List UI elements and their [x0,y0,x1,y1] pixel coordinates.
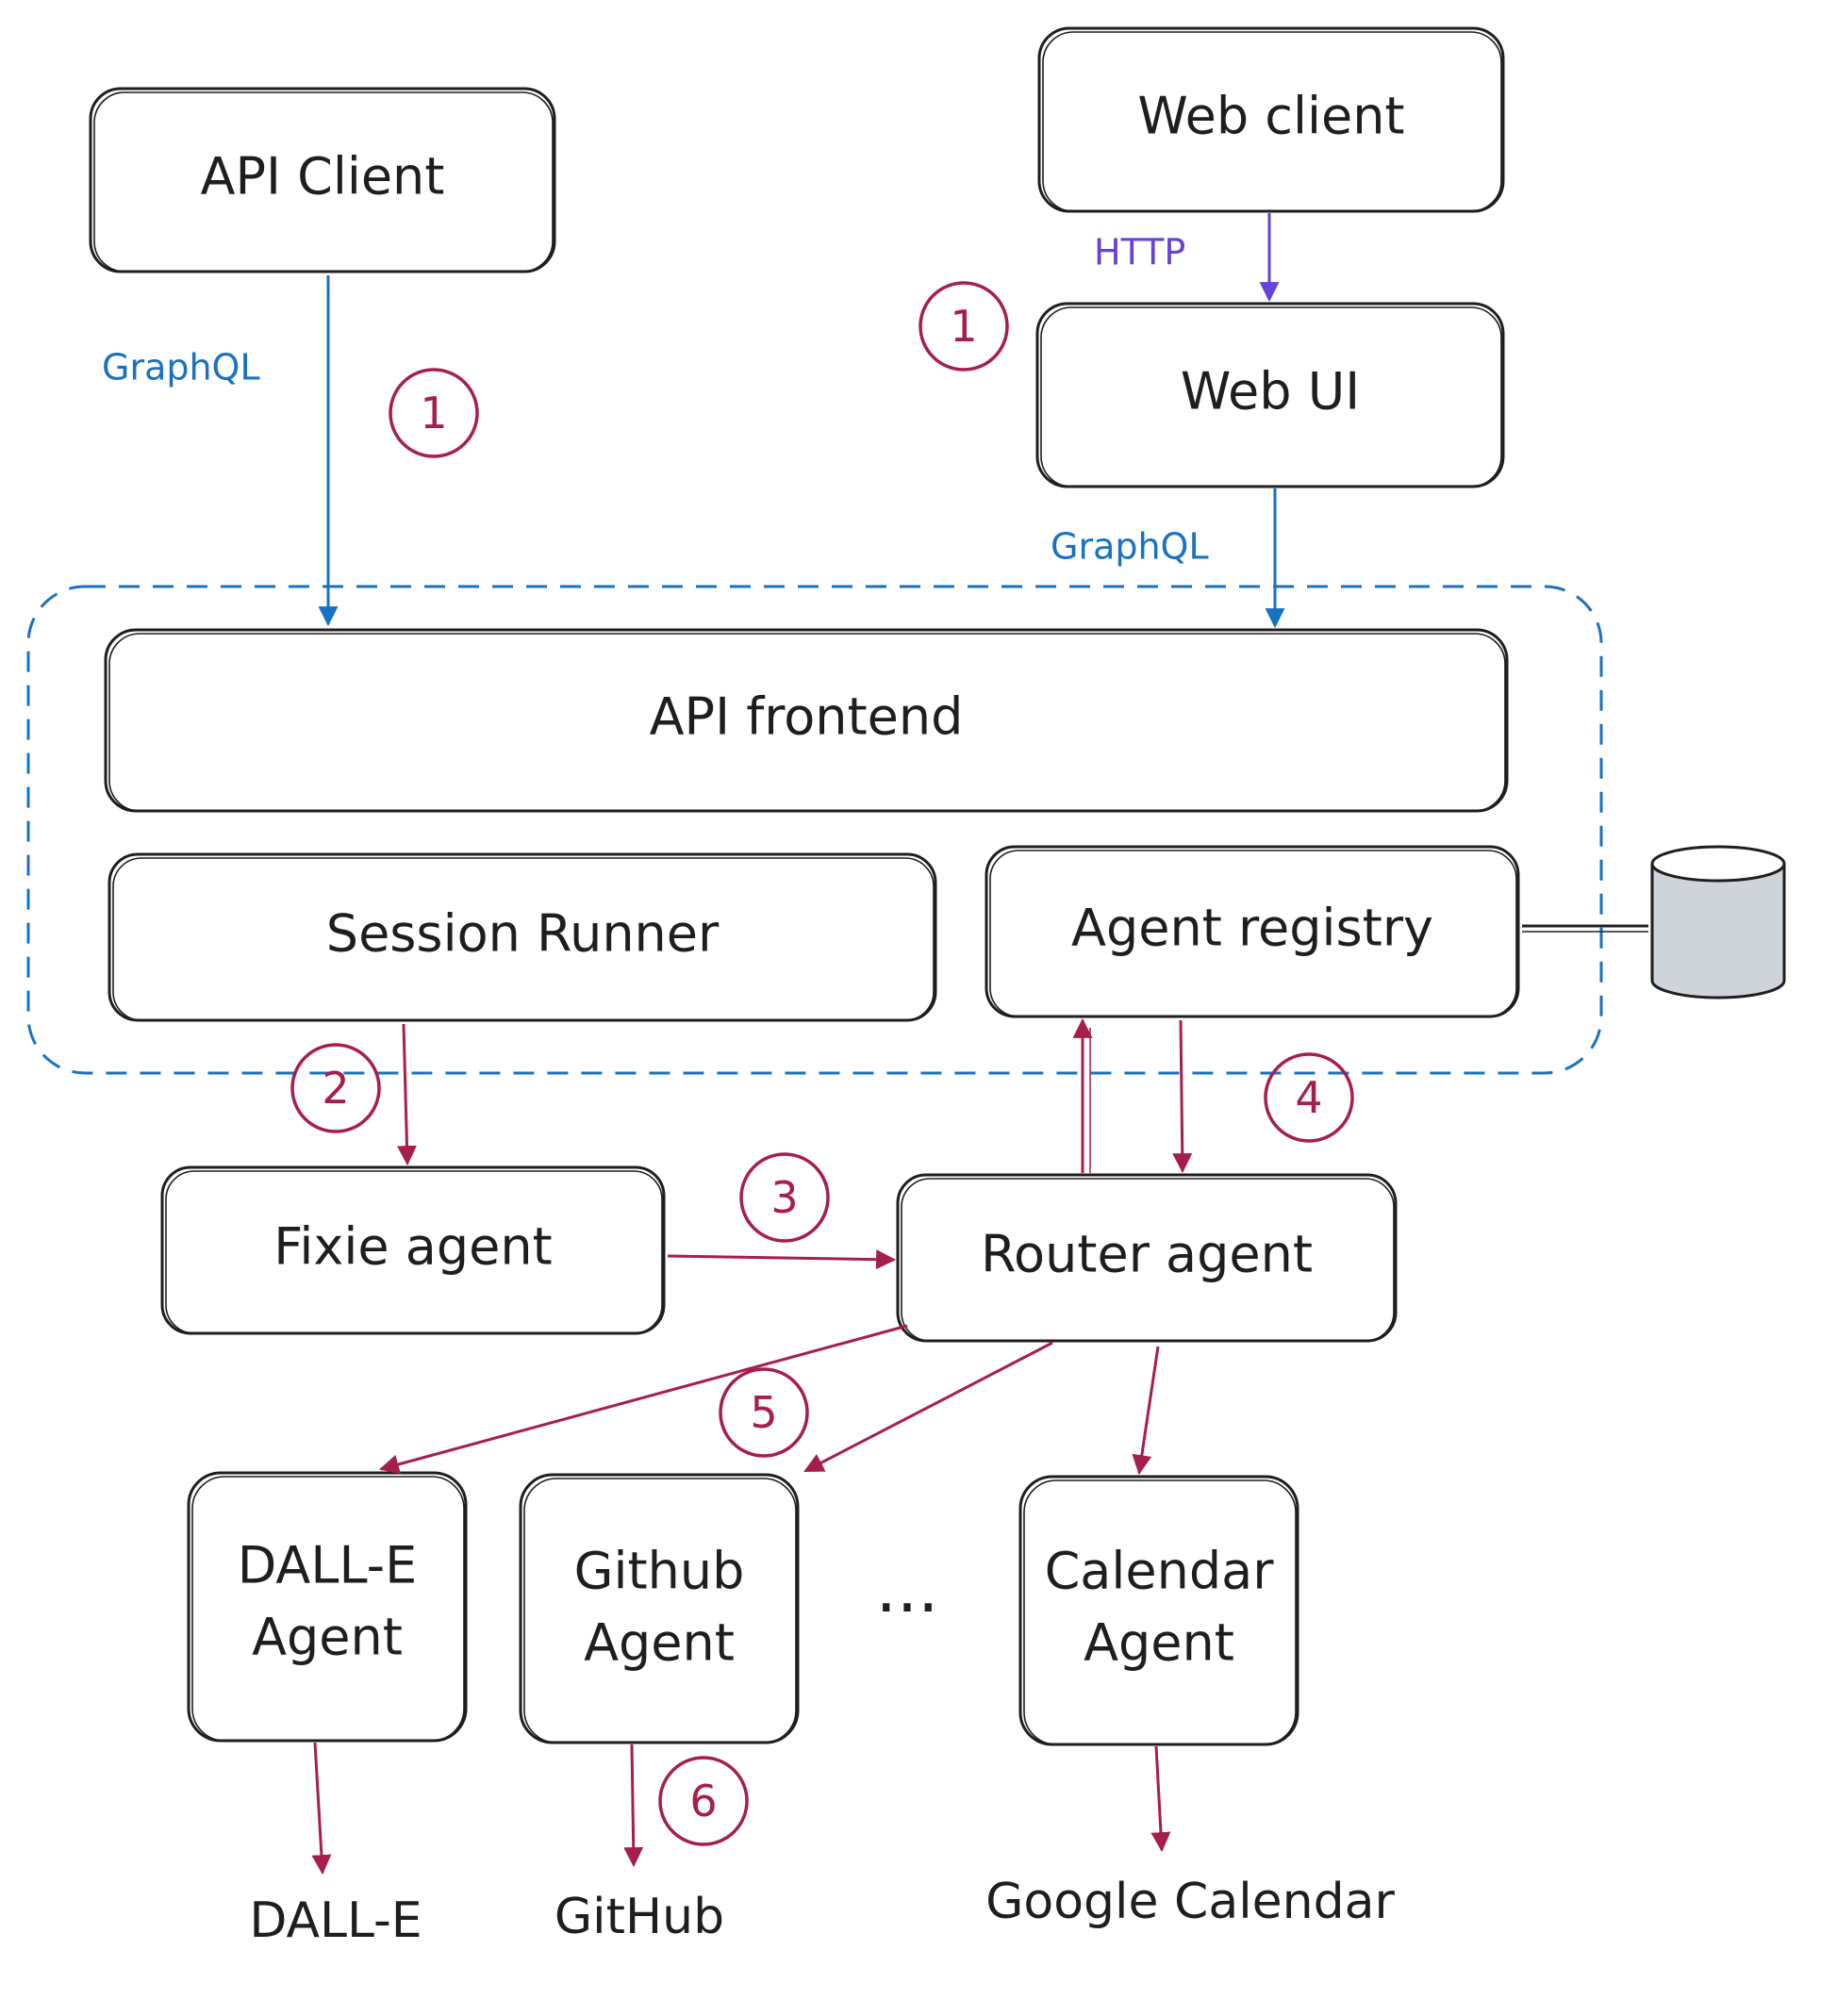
more-agents-ellipsis: ... [876,1550,939,1628]
arrow-github-agent-to-github [623,1743,644,1868]
database-icon [1650,845,1786,1000]
edge-label-graphql-right: GraphQL [1051,526,1209,568]
edge-label-graphql-left: GraphQL [102,347,260,388]
step-marker-4: 4 [1264,1052,1354,1143]
step-marker-3: 3 [739,1152,830,1243]
web-client-label: Web client [1137,87,1404,146]
step-marker-1-web: 1 [918,281,1009,372]
dalle-agent-node: DALL-E Agent [187,1471,468,1743]
arrow-dalle-agent-to-dalle [311,1742,332,1876]
system-boundary [26,585,1603,1075]
web-ui-node: Web UI [1035,302,1505,488]
fixie-agent-label: Fixie agent [273,1217,552,1277]
github-agent-label-line2: Agent [584,1613,735,1673]
arrow-router-to-dalle-agent [378,1324,908,1475]
step-marker-6: 6 [658,1756,749,1846]
fixie-agent-node: Fixie agent [160,1165,666,1335]
api-client-label: API Client [201,147,445,207]
github-agent-node: Github Agent [519,1473,800,1744]
arrow-session-runner-to-fixie [396,1023,417,1166]
svg-text:1: 1 [420,388,447,438]
arrow-registry-to-router [1172,1019,1193,1174]
svg-text:4: 4 [1295,1072,1322,1123]
svg-text:3: 3 [770,1172,798,1223]
service-dalle: DALL-E [249,1892,422,1949]
session-runner-label: Session Runner [326,904,720,964]
session-runner-node: Session Runner [108,852,937,1022]
calendar-agent-label-line1: Calendar [1045,1542,1275,1601]
api-frontend-label: API frontend [650,687,964,747]
web-ui-label: Web UI [1181,362,1360,421]
api-frontend-node: API frontend [104,628,1509,813]
dalle-agent-label-line2: Agent [252,1608,403,1667]
arrow-fixie-to-router [667,1249,897,1270]
api-client-node: API Client [89,87,556,273]
calendar-agent-node: Calendar Agent [1018,1475,1299,1746]
arrow-router-to-calendar-agent [1132,1346,1160,1476]
agent-registry-node: Agent registry [985,845,1520,1018]
step-marker-2: 2 [290,1043,381,1133]
svg-text:1: 1 [950,301,977,352]
edge-label-http: HTTP [1094,232,1185,273]
dalle-agent-label-line1: DALL-E [238,1536,417,1595]
router-agent-node: Router agent [896,1173,1398,1343]
router-agent-label: Router agent [981,1225,1313,1284]
svg-text:2: 2 [322,1063,349,1114]
service-google-calendar: Google Calendar [985,1874,1395,1930]
arrow-calendar-agent-to-google-calendar [1150,1745,1171,1853]
svg-text:6: 6 [689,1776,717,1826]
step-marker-1-api: 1 [389,368,479,458]
svg-text:5: 5 [750,1387,777,1438]
calendar-agent-label-line2: Agent [1084,1613,1234,1673]
step-marker-5: 5 [719,1367,809,1458]
service-github: GitHub [554,1889,724,1945]
agent-registry-label: Agent registry [1071,899,1433,958]
github-agent-label-line1: Github [574,1542,745,1601]
web-client-node: Web client [1037,26,1505,213]
arrow-router-to-github-agent [803,1341,1053,1473]
